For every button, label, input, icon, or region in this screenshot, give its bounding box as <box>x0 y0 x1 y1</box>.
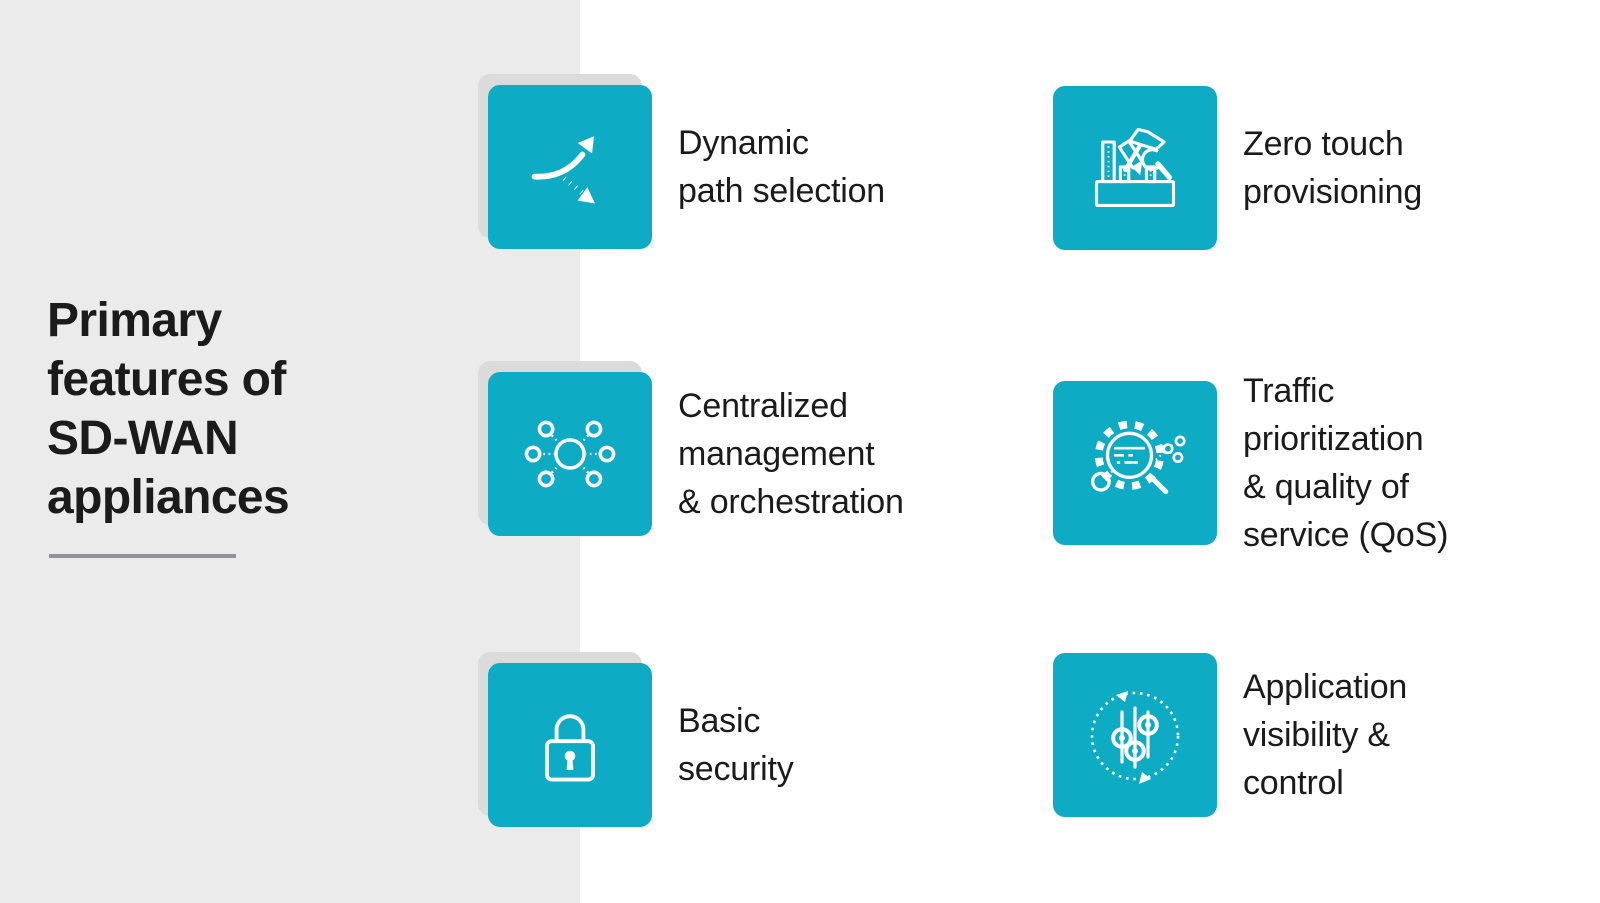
feature-label: Basic security <box>678 697 794 793</box>
feature-label: Centralized management & orchestration <box>678 382 904 526</box>
feature-label: Zero touch provisioning <box>1243 120 1422 216</box>
feature-tile <box>1053 86 1217 250</box>
title-underline <box>49 554 236 558</box>
feature-basic-security: Basic security <box>478 652 794 827</box>
sliders-icon <box>1090 691 1180 784</box>
label-line: & orchestration <box>678 483 904 521</box>
feature-tile <box>488 85 652 249</box>
title-line-2: features of <box>47 353 286 406</box>
padlock-icon <box>545 714 595 782</box>
label-line: service (QoS) <box>1243 516 1449 554</box>
feature-traffic-prioritization-qos: Traffic prioritization & quality of serv… <box>1053 367 1448 559</box>
title-line-4: appliances <box>47 471 290 524</box>
tools-icon <box>1094 127 1176 208</box>
feature-tile <box>488 372 652 536</box>
feature-tile <box>488 663 652 827</box>
feature-zero-touch-provisioning: Zero touch provisioning <box>1053 86 1422 250</box>
title-line-3: SD-WAN <box>47 412 239 465</box>
page-title: Primary features of SD-WAN appliances <box>47 291 290 527</box>
label-line: prioritization <box>1243 420 1424 458</box>
feature-label: Application visibility & control <box>1243 663 1407 807</box>
label-line: Centralized <box>678 387 848 425</box>
label-line: security <box>678 750 794 788</box>
label-line: management <box>678 435 875 473</box>
feature-application-visibility-control: Application visibility & control <box>1053 653 1407 817</box>
label-line: provisioning <box>1243 173 1423 211</box>
label-line: & quality of <box>1243 468 1409 506</box>
feature-dynamic-path-selection: Dynamic path selection <box>478 74 885 249</box>
label-line: visibility & <box>1243 716 1390 754</box>
title-line-1: Primary <box>47 294 222 347</box>
feature-tile <box>1053 381 1217 545</box>
feature-tile <box>1053 653 1217 817</box>
gear-magnifier-icon <box>1091 420 1186 495</box>
feature-centralized-management: Centralized management & orchestration <box>478 361 904 536</box>
label-line: Zero touch <box>1243 125 1404 163</box>
label-line: Basic <box>678 702 761 740</box>
label-line: control <box>1243 764 1344 802</box>
label-line: Application <box>1243 668 1408 706</box>
hub-network-icon <box>524 420 616 488</box>
label-line: Traffic <box>1243 372 1335 410</box>
feature-label: Traffic prioritization & quality of serv… <box>1243 367 1448 559</box>
feature-label: Dynamic path selection <box>678 119 885 215</box>
label-line: Dynamic <box>678 124 809 162</box>
diverging-arrows-icon <box>531 136 595 204</box>
label-line: path selection <box>678 172 886 210</box>
